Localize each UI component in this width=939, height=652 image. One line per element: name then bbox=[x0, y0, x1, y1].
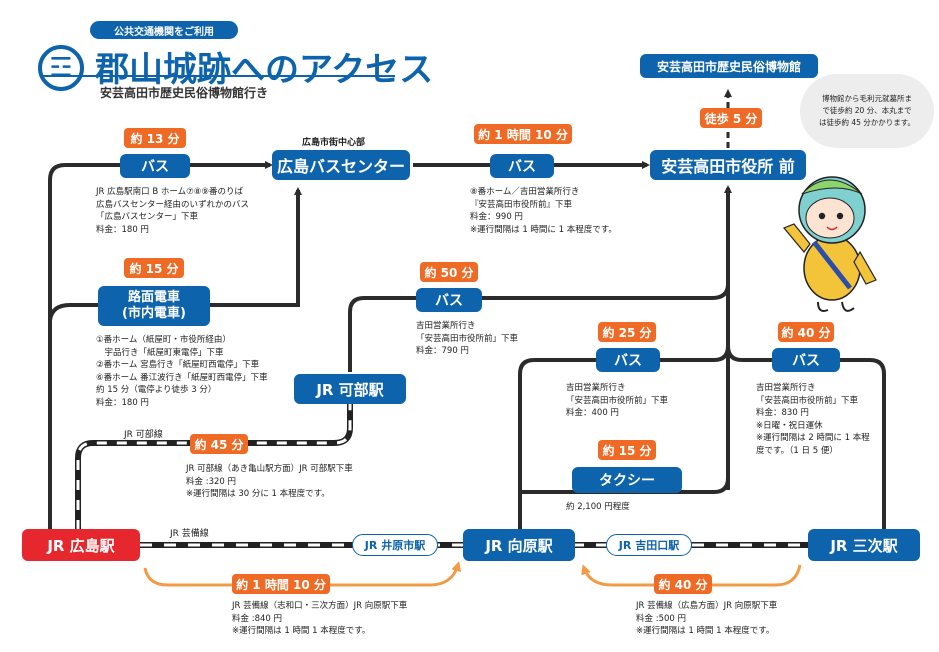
bus-a-box: バス bbox=[120, 154, 190, 178]
info-line: 料金：400 円 bbox=[566, 408, 619, 418]
info-line: 吉田営業所行き bbox=[416, 321, 476, 331]
time-badge-bus-c: 約 50 分 bbox=[420, 262, 478, 282]
info-line: ⑥番ホーム 番江波行き「紙屋町西電停」下車 bbox=[96, 372, 268, 383]
taxi-info: 約 2,100 円程度 bbox=[566, 502, 630, 512]
time-badge-bus-e: 約 40 分 bbox=[778, 322, 834, 342]
info-line: 料金 :840 円 bbox=[232, 613, 282, 624]
museum-box: 安芸高田市歴史民俗博物館 bbox=[640, 54, 818, 78]
info-line: 「安芸高田市役所前」下車 bbox=[756, 395, 859, 406]
tram-info: ①番ホーム（紙屋町・市役所経由） 宇品行き「紙屋町東電停」下車 ②番ホーム 宮島… bbox=[96, 334, 268, 409]
page-title: 郡山城跡へのアクセス bbox=[95, 50, 434, 90]
museum-note-bubble: 博物館から毛利元就墓所ま で徒歩約 20 分、本丸まで は徒歩約 45 分かかり… bbox=[800, 74, 934, 148]
station-bus-center: 広島バスセンター bbox=[272, 150, 410, 180]
bus-e-info: 吉田営業所行き 「安芸高田市役所前」下車 料金：830 円 ※日曜・祝日運休 ※… bbox=[756, 382, 870, 457]
route-bus-e bbox=[726, 345, 886, 530]
time-badge-bus-b: 約 1 時間 10 分 bbox=[474, 124, 572, 144]
geibi-a-info: JR 芸備線（志和口・三次方面）JR 向原駅下車 料金 :840 円 ※運行間隔… bbox=[232, 600, 407, 638]
info-line: 料金 :320 円 bbox=[186, 476, 236, 487]
city-center-label: 広島市街中心部 bbox=[302, 138, 366, 148]
time-badge-geibi-a: 約 1 時間 10 分 bbox=[232, 574, 330, 594]
info-line: 料金：180 円 bbox=[96, 224, 149, 235]
route-bus-a bbox=[48, 161, 273, 530]
tram-box: 路面電車 (市内電車) bbox=[98, 286, 210, 326]
geibi-line-label: JR 芸備線 bbox=[170, 529, 209, 539]
info-line: ①番ホーム（紙屋町・市役所経由） bbox=[96, 335, 231, 345]
info-line: JR 芸備線（志和口・三次方面）JR 向原駅下車 bbox=[232, 601, 408, 611]
info-line: 料金：180 円 bbox=[96, 397, 149, 408]
public-transport-pill: 公共交通機関をご利用 bbox=[90, 21, 238, 39]
walk-time-badge: 徒歩 5 分 bbox=[700, 108, 762, 128]
info-line: 吉田営業所行き bbox=[566, 383, 626, 393]
info-line: 「広島バスセンター」下車 bbox=[96, 212, 199, 222]
info-line: 度です。（1 日 5 便） bbox=[756, 445, 838, 456]
info-line: 「安芸高田市役所前」下車 bbox=[416, 333, 519, 344]
time-badge-geibi-b: 約 40 分 bbox=[654, 574, 712, 594]
time-badge-bus-a: 約 13 分 bbox=[124, 128, 186, 148]
bus-c-info: 吉田営業所行き 「安芸高田市役所前」下車 料金：790 円 bbox=[416, 320, 518, 358]
museum-note-line: は徒歩約 45 分かかります。 bbox=[818, 118, 916, 127]
info-line: 吉田営業所行き bbox=[756, 383, 816, 393]
geibi-b-info: JR 芸備線（広島方面）JR 向原駅下車 料金 :500 円 ※運行間隔は 1 … bbox=[636, 600, 777, 638]
info-line: 料金：990 円 bbox=[470, 212, 523, 222]
station-kabe: JR 可部駅 bbox=[294, 374, 406, 404]
castle-logo-icon: ☲ bbox=[38, 45, 84, 91]
museum-note-line: で徒歩約 20 分、本丸まで bbox=[822, 106, 912, 115]
tram-label: 路面電車 bbox=[127, 290, 180, 305]
taxi-box: タクシー bbox=[572, 467, 682, 493]
tram-sublabel: (市内電車) bbox=[122, 306, 186, 321]
station-miyoshi: JR 三次駅 bbox=[808, 529, 920, 561]
page-subtitle: 安芸高田市歴史民俗博物館行き bbox=[100, 86, 269, 100]
info-line: ※運行間隔は 2 時間に 1 本程 bbox=[756, 433, 870, 443]
bus-c-box: バス bbox=[416, 288, 482, 312]
bus-d-info: 吉田営業所行き 「安芸高田市役所前」下車 料金：400 円 bbox=[566, 382, 668, 420]
route-taxi bbox=[520, 477, 730, 494]
info-line: 宇品行き「紙屋町東電停」下車 bbox=[96, 347, 224, 358]
info-line: ※運行間隔は 30 分に 1 本程度です。 bbox=[186, 489, 330, 499]
info-line: 「安芸高田市役所前」下車 bbox=[566, 395, 669, 406]
info-line: 広島バスセンター経由のいずれかのバス bbox=[96, 199, 250, 210]
bus-a-info: JR 広島駅南口 B ホーム⑦⑧⑨番のりば 広島バスセンター経由のいずれかのバス… bbox=[96, 186, 249, 236]
time-badge-kabe: 約 45 分 bbox=[190, 434, 248, 454]
bus-b-box: バス bbox=[490, 154, 554, 178]
kabe-line-label: JR 可部線 bbox=[124, 430, 163, 440]
time-badge-taxi: 約 15 分 bbox=[598, 440, 656, 460]
mascot-illustration bbox=[783, 176, 877, 312]
bus-d-box: バス bbox=[596, 348, 660, 372]
station-city-hall: 安芸高田市役所 前 bbox=[650, 150, 806, 180]
info-line: 料金：830 円 bbox=[756, 408, 809, 418]
info-line: ※運行間隔は 1 時間 1 本程度です。 bbox=[232, 626, 371, 636]
station-yoshidaguchi: JR 吉田口駅 bbox=[606, 534, 692, 556]
museum-note-line: 博物館から毛利元就墓所ま bbox=[822, 94, 912, 103]
info-line: JR 芸備線（広島方面）JR 向原駅下車 bbox=[636, 601, 778, 611]
info-line: ※運行間隔は 1 時間 1 本程度です。 bbox=[636, 626, 775, 636]
info-line: 料金：790 円 bbox=[416, 346, 469, 356]
bus-e-box: バス bbox=[772, 348, 840, 372]
info-line: ⑧番ホーム／吉田営業所行き bbox=[470, 187, 580, 197]
time-badge-tram: 約 15 分 bbox=[124, 258, 184, 278]
station-hiroshima: JR 広島駅 bbox=[22, 529, 140, 561]
bus-b-info: ⑧番ホーム／吉田営業所行き 『安芸高田市役所前』下車 料金：990 円 ※運行間… bbox=[470, 186, 617, 236]
info-line: 約 15 分（電停より徒歩 3 分） bbox=[96, 385, 217, 395]
route-bus-d bbox=[518, 345, 730, 530]
station-iharaichi: JR 井原市駅 bbox=[352, 534, 438, 556]
route-tram bbox=[48, 187, 302, 321]
info-line: ②番ホーム 宮島行き「紙屋町西電停」下車 bbox=[96, 360, 260, 370]
info-line: JR 広島駅南口 B ホーム⑦⑧⑨番のりば bbox=[96, 187, 243, 197]
info-line: 『安芸高田市役所前』下車 bbox=[470, 199, 573, 210]
info-line: JR 可部線（あき亀山駅方面）JR 可部駅下車 bbox=[186, 464, 353, 474]
kabe-info: JR 可部線（あき亀山駅方面）JR 可部駅下車 料金 :320 円 ※運行間隔は… bbox=[186, 463, 353, 501]
station-mukaihara: JR 向原駅 bbox=[463, 529, 575, 561]
time-badge-bus-d: 約 25 分 bbox=[598, 322, 656, 342]
info-line: ※運行間隔は 1 時間に 1 本程度です。 bbox=[470, 224, 617, 235]
info-line: 料金 :500 円 bbox=[636, 613, 686, 624]
info-line: ※日曜・祝日運休 bbox=[756, 420, 823, 431]
